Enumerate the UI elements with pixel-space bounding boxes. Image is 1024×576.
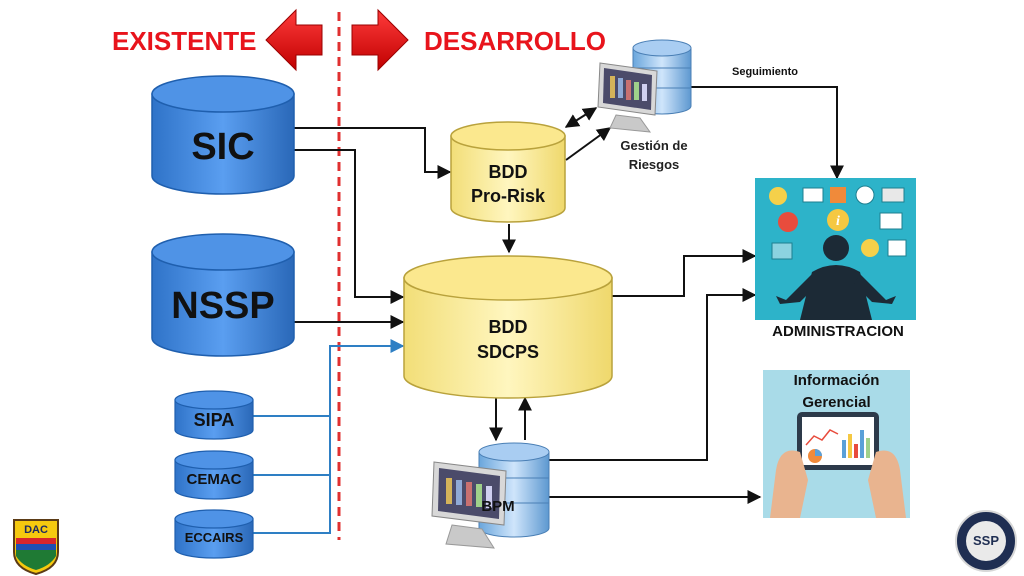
sdcps-label-line2: SDCPS xyxy=(476,342,539,362)
sic-database xyxy=(151,75,295,195)
right-arrow-icon xyxy=(351,8,409,72)
dac-logo xyxy=(13,519,59,576)
prorisk-label-line1: BDD xyxy=(488,162,528,182)
prorisk-label-line2: Pro-Risk xyxy=(470,186,546,206)
risk-label-line1: Gestión de xyxy=(620,138,688,153)
sipa-label: SIPA xyxy=(193,410,235,430)
sipa-database xyxy=(174,390,254,440)
prorisk-risk-lower-connector xyxy=(565,127,612,161)
bpm-to-admin-connector xyxy=(548,288,757,461)
cemac-label: CEMAC xyxy=(186,471,242,488)
svg-text:i: i xyxy=(836,214,840,229)
cemac-database xyxy=(174,450,254,500)
sic-to-prorisk-connector xyxy=(293,127,452,179)
management-info-panel xyxy=(763,370,910,518)
dac-logo-text: DAC xyxy=(24,524,48,536)
sdcps-to-admin-connector xyxy=(612,249,757,297)
sdcps-label-line1: BDD xyxy=(488,317,528,337)
left-arrow-icon xyxy=(265,8,323,72)
risk-management-icon xyxy=(597,39,692,133)
eccairs-label: ECCAIRS xyxy=(184,530,244,545)
admin-label: ADMINISTRACION xyxy=(772,323,904,340)
seguimiento-label: Seguimiento xyxy=(731,66,798,78)
prorisk-risk-upper-connector xyxy=(564,107,598,128)
prorisk-database xyxy=(450,121,566,223)
legacy-to-sdcps-connector xyxy=(252,339,405,534)
nssp-label: NSSP xyxy=(171,285,275,327)
person-silhouette-icon xyxy=(776,235,896,320)
existing-header: EXISTENTE xyxy=(112,26,257,56)
hand-icon xyxy=(770,450,808,518)
bpm-icon xyxy=(431,442,550,549)
administration-panel: i xyxy=(755,178,916,320)
risk-label-line2: Riesgos xyxy=(628,157,680,172)
ssp-logo-text: SSP xyxy=(972,533,999,548)
info-label-line2: Gerencial xyxy=(802,394,871,411)
sic-label: SIC xyxy=(191,126,255,168)
idea-icon xyxy=(769,187,787,205)
nssp-database xyxy=(151,233,295,357)
info-icon xyxy=(827,209,849,231)
bpm-label: BPM xyxy=(481,498,515,515)
ssp-logo xyxy=(955,510,1017,572)
sic-to-sdcps-connector xyxy=(293,149,405,304)
sdcps-database xyxy=(403,255,613,399)
eccairs-database xyxy=(174,509,254,559)
info-label-line1: Información xyxy=(793,372,880,389)
development-header: DESARROLLO xyxy=(424,26,606,56)
seguimiento-connector xyxy=(690,86,844,180)
